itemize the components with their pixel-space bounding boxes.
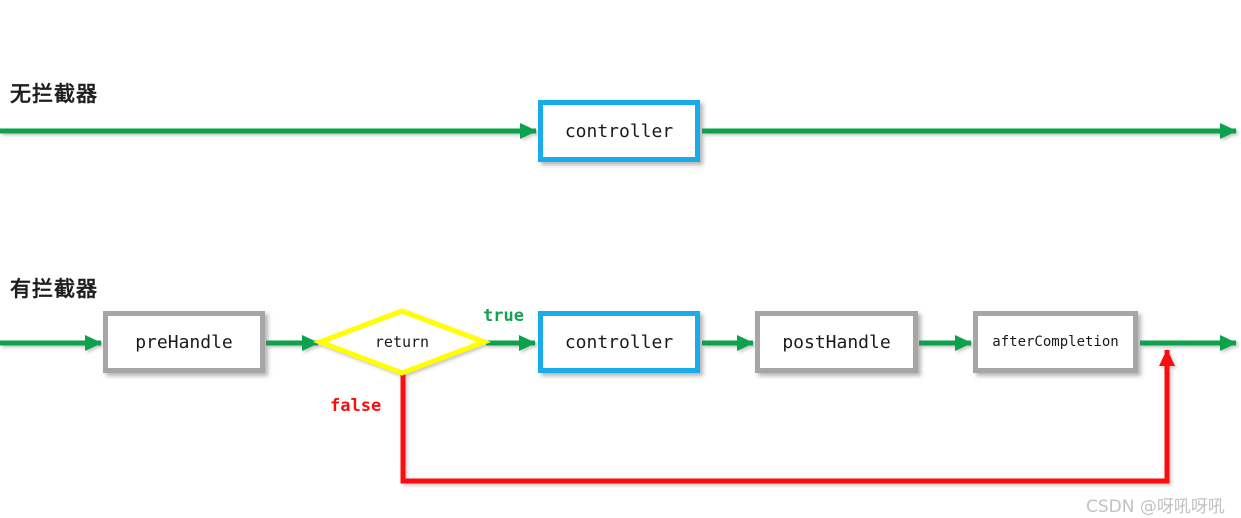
false-branch-loop-arrow — [400, 349, 1175, 484]
node-prehandle-label: preHandle — [135, 331, 233, 353]
false-branch-label: false — [330, 396, 382, 416]
node-return-decision: return — [320, 311, 484, 373]
node-posthandle: postHandle — [755, 311, 918, 373]
node-aftercompletion-label: afterCompletion — [992, 334, 1119, 350]
section-title-no-interceptor: 无拦截器 — [10, 82, 98, 106]
watermark: CSDN @呀吼呀吼 — [1086, 497, 1225, 517]
node-controller: controller — [538, 311, 700, 373]
node-return-decision-label: return — [374, 333, 430, 351]
true-branch-label: true — [483, 306, 524, 326]
node-prehandle: preHandle — [103, 311, 265, 373]
return-decision-diamond — [312, 308, 492, 376]
node-posthandle-label: postHandle — [782, 331, 891, 353]
section-title-with-interceptor: 有拦截器 — [10, 277, 98, 301]
node-controller-label: controller — [564, 331, 674, 353]
node-aftercompletion: afterCompletion — [973, 311, 1138, 373]
node-controller-top-label: controller — [564, 120, 674, 142]
node-controller-top: controller — [538, 100, 700, 162]
